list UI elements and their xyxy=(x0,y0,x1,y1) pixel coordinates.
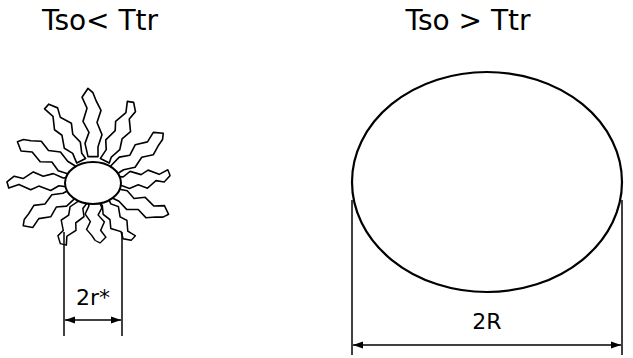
filament xyxy=(85,199,107,243)
filament xyxy=(108,128,171,178)
filaments xyxy=(7,88,172,247)
dimension-line xyxy=(353,344,621,346)
filament xyxy=(7,171,70,191)
large-particle xyxy=(352,72,622,292)
dimension-label: 2R xyxy=(472,310,501,334)
filament xyxy=(43,99,89,165)
dimension-label: 2r* xyxy=(76,286,110,310)
small-particle xyxy=(65,162,121,204)
extension-line xyxy=(621,200,623,355)
condition-heading: Tso< Ttr xyxy=(42,6,158,37)
extension-line xyxy=(121,232,123,336)
filament xyxy=(114,169,171,191)
extension-line xyxy=(63,232,65,336)
condition-heading: Tso > Ttr xyxy=(405,6,530,37)
dimension-line xyxy=(65,319,121,321)
extension-line xyxy=(351,200,353,355)
filament xyxy=(82,88,102,156)
